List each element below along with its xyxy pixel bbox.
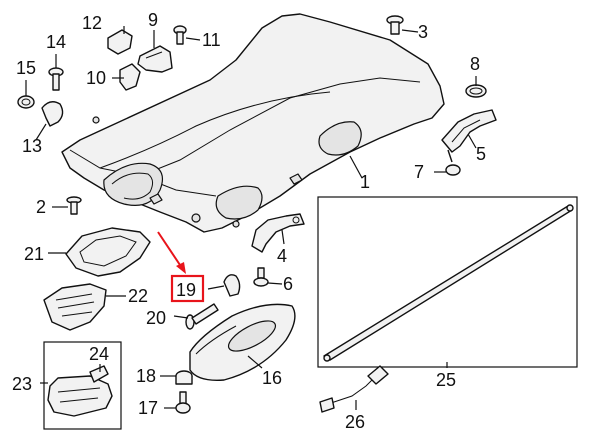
screw-part-7 [445, 149, 461, 176]
callout-2: 2 [36, 197, 46, 217]
harness-part-26 [319, 365, 389, 413]
sun-visor-part [189, 303, 296, 381]
callout-4: 4 [277, 246, 287, 266]
callout-18: 18 [136, 366, 156, 386]
highlight-arrow [157, 231, 186, 274]
grommet-part [465, 84, 487, 98]
clip-part-2 [66, 196, 82, 215]
highlight-box [170, 274, 205, 303]
callout-8: 8 [470, 54, 480, 74]
callout-26: 26 [345, 412, 365, 432]
screw-part-17 [175, 391, 191, 414]
hook-part-19 [223, 274, 241, 297]
screw-part-20 [185, 303, 219, 330]
clip-part-18 [175, 370, 193, 385]
parts-box-25 [317, 196, 578, 368]
leader-lines [25, 26, 477, 410]
screw-part-6 [253, 267, 269, 287]
bracket-part-10 [119, 63, 141, 91]
clip-part-12 [107, 29, 133, 55]
callout-6: 6 [283, 274, 293, 294]
lamp-bracket-part-9 [137, 45, 173, 73]
callout-14: 14 [46, 32, 66, 52]
bulb-part-24 [89, 365, 109, 383]
callout-16: 16 [262, 368, 282, 388]
callout-1: 1 [360, 172, 370, 192]
cover-part-21 [65, 227, 151, 277]
screw-part-11 [173, 25, 187, 45]
callout-17: 17 [138, 398, 158, 418]
callout-24: 24 [89, 344, 109, 364]
headliner-panel [61, 13, 445, 233]
callout-25: 25 [436, 370, 456, 390]
nut-part-15 [17, 95, 35, 109]
bracket-part-4 [251, 213, 305, 253]
callout-13: 13 [22, 136, 42, 156]
callout-3: 3 [418, 22, 428, 42]
callout-22: 22 [128, 286, 148, 306]
callout-21: 21 [24, 244, 44, 264]
callout-5: 5 [476, 144, 486, 164]
callout-10: 10 [86, 68, 106, 88]
callout-9: 9 [148, 10, 158, 30]
lens-part-22 [43, 283, 107, 331]
grab-handle-part [441, 109, 497, 153]
parts-box-23 [43, 341, 122, 430]
callout-15: 15 [16, 58, 36, 78]
clip-part-3 [386, 15, 404, 35]
callout-23: 23 [12, 374, 32, 394]
callout-19: 19 [176, 280, 196, 300]
callout-12: 12 [82, 13, 102, 33]
callout-11: 11 [202, 30, 221, 50]
callout-7: 7 [414, 162, 424, 182]
callout-20: 20 [146, 308, 166, 328]
bolt-part-14 [48, 67, 64, 91]
hook-part-13 [41, 101, 64, 127]
